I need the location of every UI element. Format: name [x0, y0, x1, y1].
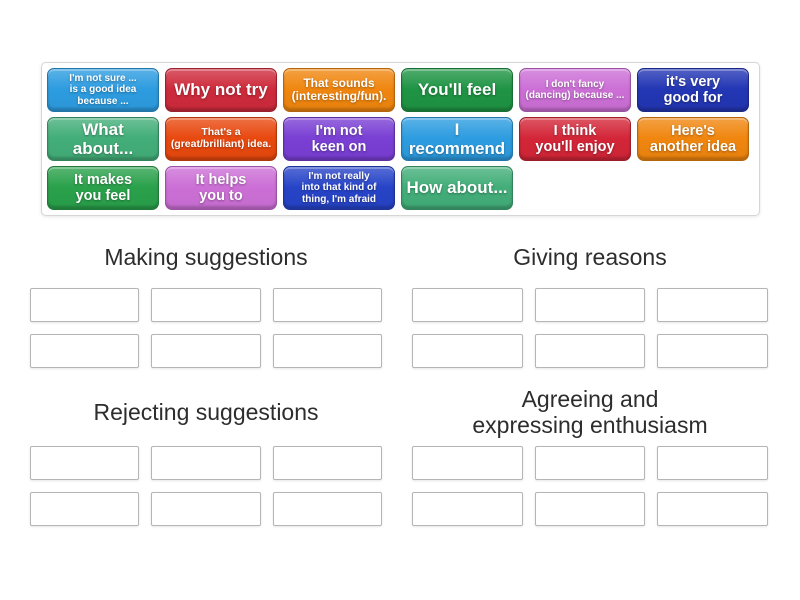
word-tile[interactable]: I don't fancy (dancing) because ...: [519, 68, 631, 112]
word-tile[interactable]: Why not try: [165, 68, 277, 112]
word-tile[interactable]: That's a (great/brilliant) idea.: [165, 117, 277, 161]
drop-slot[interactable]: [412, 492, 523, 526]
word-tile[interactable]: I think you'll enjoy: [519, 117, 631, 161]
word-tile[interactable]: It makes you feel: [47, 166, 159, 210]
drop-slot[interactable]: [412, 334, 523, 368]
word-tile[interactable]: You'll feel: [401, 68, 513, 112]
drop-slot[interactable]: [412, 288, 523, 322]
category-agreeing-enthusiasm: Agreeing and expressing enthusiasm: [412, 386, 768, 526]
drop-slot-grid: [30, 446, 382, 526]
word-tile[interactable]: I'm not keen on: [283, 117, 395, 161]
drop-slot[interactable]: [272, 334, 382, 368]
word-tile[interactable]: How about...: [401, 166, 513, 210]
word-bank-tray: I'm not sure ... is a good idea because …: [41, 62, 760, 216]
word-tile[interactable]: I recommend: [401, 117, 513, 161]
drop-slot-grid: [412, 288, 768, 368]
drop-slot[interactable]: [534, 334, 646, 368]
drop-slot[interactable]: [30, 288, 140, 322]
drop-slot[interactable]: [412, 446, 523, 480]
drop-slot-grid: [412, 446, 768, 526]
drop-slot[interactable]: [151, 288, 261, 322]
drop-slot[interactable]: [272, 446, 382, 480]
drop-slot[interactable]: [657, 334, 768, 368]
word-tile[interactable]: What about...: [47, 117, 159, 161]
drop-slot[interactable]: [151, 492, 261, 526]
word-tile[interactable]: Here's another idea: [637, 117, 749, 161]
drop-slot[interactable]: [657, 288, 768, 322]
word-bank-tiles: I'm not sure ... is a good idea because …: [47, 68, 754, 210]
word-tile[interactable]: it's very good for: [637, 68, 749, 112]
drop-slot[interactable]: [151, 334, 261, 368]
drop-slot[interactable]: [272, 288, 382, 322]
drop-slot[interactable]: [272, 492, 382, 526]
drop-slot[interactable]: [534, 288, 646, 322]
drop-slot[interactable]: [30, 334, 140, 368]
drop-slot[interactable]: [151, 446, 261, 480]
drop-slot[interactable]: [30, 492, 140, 526]
category-title: Agreeing and expressing enthusiasm: [472, 385, 708, 438]
category-giving-reasons: Giving reasons: [412, 240, 768, 368]
category-making-suggestions: Making suggestions: [30, 240, 382, 368]
category-title: Rejecting suggestions: [93, 398, 319, 425]
category-title: Making suggestions: [104, 243, 308, 270]
word-tile[interactable]: It helps you to: [165, 166, 277, 210]
drop-slot[interactable]: [534, 492, 646, 526]
drop-slot[interactable]: [30, 446, 140, 480]
drop-slot[interactable]: [534, 446, 646, 480]
drop-slot-grid: [30, 288, 382, 368]
category-rejecting-suggestions: Rejecting suggestions: [30, 386, 382, 526]
word-tile[interactable]: I'm not really into that kind of thing, …: [283, 166, 395, 210]
word-tile[interactable]: I'm not sure ... is a good idea because …: [47, 68, 159, 112]
word-tile[interactable]: That sounds (interesting/fun).: [283, 68, 395, 112]
drop-slot[interactable]: [657, 492, 768, 526]
category-title: Giving reasons: [513, 243, 667, 270]
drop-slot[interactable]: [657, 446, 768, 480]
